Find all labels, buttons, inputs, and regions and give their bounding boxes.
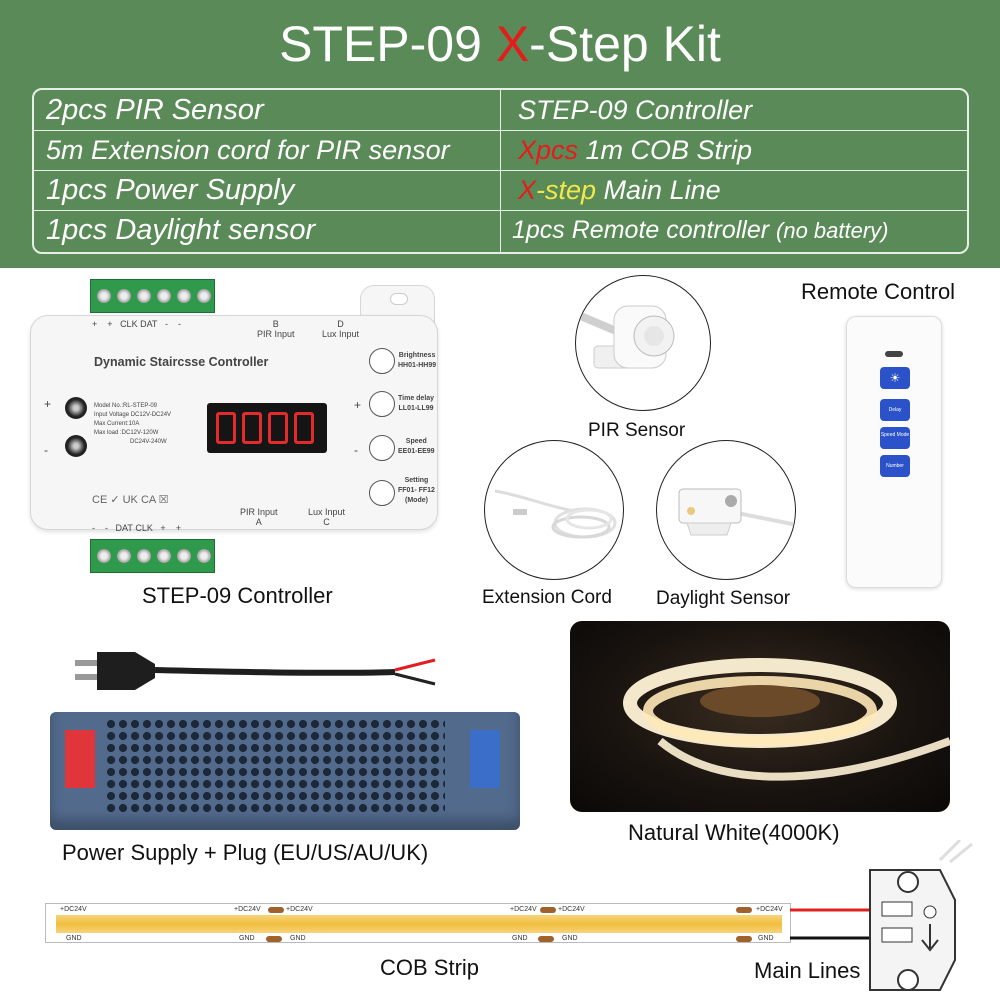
strip-gnd-label: GND xyxy=(562,935,578,942)
kit-contents-table: 2pcs PIR Sensor 5m Extension cord for PI… xyxy=(32,88,969,254)
cob-strip-diagram: +DC24V GND +DC24V +DC24V GND GND +DC24V … xyxy=(45,903,791,943)
strip-solder-pad xyxy=(266,936,282,942)
time-delay-button xyxy=(369,391,395,417)
strip-gnd-label: GND xyxy=(66,935,82,942)
psu-output-terminal xyxy=(470,730,500,788)
strip-dc-label: +DC24V xyxy=(756,906,783,913)
remote-control-image: ☀ Delay Speed Mode Number xyxy=(846,316,942,588)
strip-dc-label: +DC24V xyxy=(510,906,537,913)
mount-hole xyxy=(390,293,408,305)
plus-label: + xyxy=(44,397,52,411)
main-lines-caption: Main Lines xyxy=(754,958,861,983)
strip-gnd-label: GND xyxy=(512,935,528,942)
cob-strip-photo xyxy=(570,621,950,812)
psu-input-terminal xyxy=(65,730,95,788)
strip-solder-pad xyxy=(268,907,284,913)
pir-caption: PIR Sensor xyxy=(588,420,686,441)
strip-dc-label: +DC24V xyxy=(286,906,313,913)
power-screw-bottom xyxy=(65,435,87,457)
minus-label: - xyxy=(44,443,48,457)
cob-color-caption: Natural White(4000K) xyxy=(628,820,840,845)
item-controller: STEP-09 Controller xyxy=(518,95,753,125)
extension-caption: Extension Cord xyxy=(482,587,612,608)
item-power-supply: 1pcs Power Supply xyxy=(46,174,295,206)
strip-led-band xyxy=(56,915,782,933)
main-lines-connector xyxy=(790,840,973,991)
remote-delay-button: Delay xyxy=(880,399,910,421)
certification-marks: CE ✓ UK CA ☒ xyxy=(92,494,169,506)
remote-speed-mode-button: Speed Mode xyxy=(880,427,910,449)
bottom-pin-labels: - - DAT CLK + + xyxy=(92,523,181,533)
header-band: STEP-09 X-Step Kit 2pcs PIR Sensor 5m Ex… xyxy=(0,0,1000,268)
remote-number-button: Number xyxy=(880,455,910,477)
psu-vent-grid xyxy=(105,718,445,816)
psu-caption: Power Supply + Plug (EU/US/AU/UK) xyxy=(62,840,429,865)
item-main-line: X-step Main Line xyxy=(518,175,721,205)
strip-gnd-label: GND xyxy=(290,935,306,942)
strip-gnd-label: GND xyxy=(758,935,774,942)
daylight-sensor-image xyxy=(656,440,796,580)
led-display xyxy=(207,403,327,453)
strip-solder-pad xyxy=(540,907,556,913)
item-extension-cord: 5m Extension cord for PIR sensor xyxy=(46,135,450,165)
strip-solder-pad xyxy=(736,936,752,942)
pir-sensor-image xyxy=(575,275,711,411)
cob-strip-caption: COB Strip xyxy=(380,955,480,980)
bottom-terminal-block xyxy=(90,539,215,573)
strip-solder-pad xyxy=(736,907,752,913)
item-remote: 1pcs Remote controller (no battery) xyxy=(512,216,889,244)
power-supply-image xyxy=(45,712,525,832)
item-pir-sensor: 2pcs PIR Sensor xyxy=(46,94,264,126)
strip-dc-label: +DC24V xyxy=(234,906,261,913)
speed-button xyxy=(369,435,395,461)
remote-brightness-button: ☀ xyxy=(880,367,910,389)
strip-dc-label: +DC24V xyxy=(60,906,87,913)
controller-name: Dynamic Staircsse Controller xyxy=(94,355,269,369)
kit-title: STEP-09 X-Step Kit xyxy=(279,16,721,72)
strip-gnd-label: GND xyxy=(239,935,255,942)
strip-dc-label: +DC24V xyxy=(558,906,585,913)
item-daylight-sensor: 1pcs Daylight sensor xyxy=(46,214,316,246)
brightness-button xyxy=(369,348,395,374)
power-screw-top xyxy=(65,397,87,419)
setting-button xyxy=(369,480,395,506)
controller-caption: STEP-09 Controller xyxy=(142,583,333,608)
strip-solder-pad xyxy=(538,936,554,942)
side-plus-label: + xyxy=(354,398,362,412)
top-terminal-block xyxy=(90,279,215,313)
remote-caption: Remote Control xyxy=(801,279,956,304)
extension-cord-image xyxy=(484,440,624,580)
top-pin-labels: + + CLK DAT - - xyxy=(92,319,181,329)
controller-specs: Model No.:RL-STEP-09 Input Voltage DC12V… xyxy=(94,403,172,445)
remote-led xyxy=(885,351,903,357)
plug-cable-image xyxy=(75,652,436,690)
side-minus-label: - xyxy=(354,443,358,457)
daylight-caption: Daylight Sensor xyxy=(656,588,791,609)
item-cob-strip: Xpcs 1m COB Strip xyxy=(518,135,753,165)
